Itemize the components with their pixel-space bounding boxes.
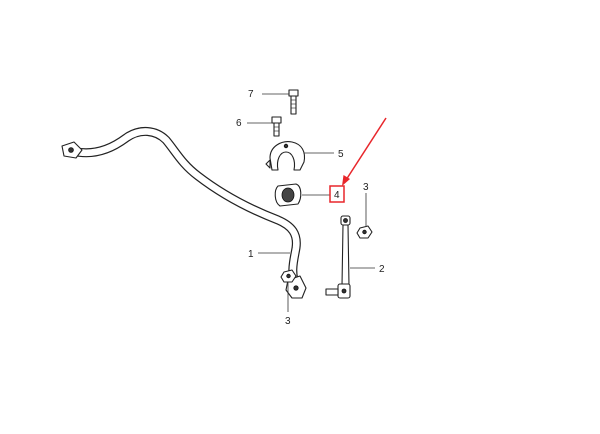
bushing-4 <box>274 183 302 207</box>
callout-1: 1 <box>248 249 254 260</box>
arrow-head-icon <box>342 175 350 186</box>
highlight-box <box>329 185 345 203</box>
bolt-6 <box>271 116 282 137</box>
callout-3-lower: 3 <box>285 316 291 327</box>
clamp-bracket-5 <box>265 141 306 171</box>
leader-lines <box>247 93 375 312</box>
stabilizer-bar <box>61 127 307 299</box>
callout-7: 7 <box>248 89 254 100</box>
nut-3-lower <box>280 269 297 283</box>
callout-4: 4 <box>334 190 340 201</box>
nut-3-upper <box>356 225 373 239</box>
link-rod-2 <box>325 215 351 299</box>
callout-2: 2 <box>379 264 385 275</box>
callout-5: 5 <box>338 149 344 160</box>
highlight-annotation: 4 <box>329 117 387 203</box>
callout-6: 6 <box>236 118 242 129</box>
bolt-7 <box>288 89 299 115</box>
callout-3-upper: 3 <box>363 182 369 193</box>
highlight-arrow-shaft <box>345 117 387 181</box>
